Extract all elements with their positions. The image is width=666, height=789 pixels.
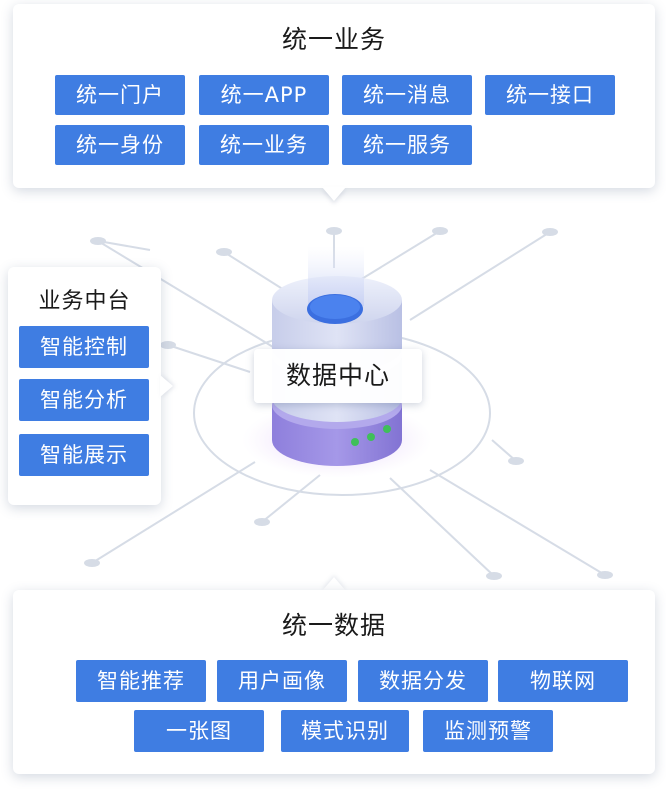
- bottom-item-2[interactable]: 用户画像: [217, 660, 347, 702]
- top-item-3[interactable]: 统一消息: [342, 75, 472, 115]
- top-card-title: 统一业务: [281, 25, 386, 54]
- top-item-4[interactable]: 统一接口: [485, 75, 615, 115]
- bottom-item-3[interactable]: 数据分发: [358, 660, 488, 702]
- top-item-6[interactable]: 统一业务: [199, 125, 329, 165]
- top-item-7[interactable]: 统一服务: [342, 125, 472, 165]
- network-lines: [91, 230, 606, 577]
- left-card-title: 业务中台: [38, 289, 131, 314]
- bottom-item-4[interactable]: 物联网: [498, 660, 628, 702]
- top-item-5[interactable]: 统一身份: [55, 125, 185, 165]
- bottom-item-5[interactable]: 一张图: [134, 710, 264, 752]
- bottom-card-pointer: [322, 577, 346, 591]
- left-item-2[interactable]: 智能分析: [19, 379, 149, 421]
- top-card: 统一业务 统一门户 统一APP 统一消息 统一接口 统一身份 统一业务 统一服务: [13, 4, 655, 188]
- top-item-1[interactable]: 统一门户: [55, 75, 185, 115]
- left-card: 业务中台 智能控制 智能分析 智能展示: [8, 267, 161, 505]
- bottom-item-1[interactable]: 智能推荐: [76, 660, 206, 702]
- left-item-1[interactable]: 智能控制: [19, 326, 149, 368]
- bottom-item-7[interactable]: 监测预警: [423, 710, 553, 752]
- data-center-label: 数据中心: [254, 349, 422, 403]
- left-item-3[interactable]: 智能展示: [19, 434, 149, 476]
- left-card-pointer: [160, 375, 173, 397]
- bottom-item-6[interactable]: 模式识别: [281, 710, 409, 752]
- status-lights: [351, 425, 391, 446]
- bottom-card: 统一数据 智能推荐 用户画像 数据分发 物联网 一张图 模式识别 监测预警: [13, 590, 655, 774]
- bottom-card-title: 统一数据: [281, 611, 386, 640]
- top-item-2[interactable]: 统一APP: [199, 75, 329, 115]
- network-nodes: [84, 227, 613, 580]
- top-card-pointer: [322, 187, 346, 201]
